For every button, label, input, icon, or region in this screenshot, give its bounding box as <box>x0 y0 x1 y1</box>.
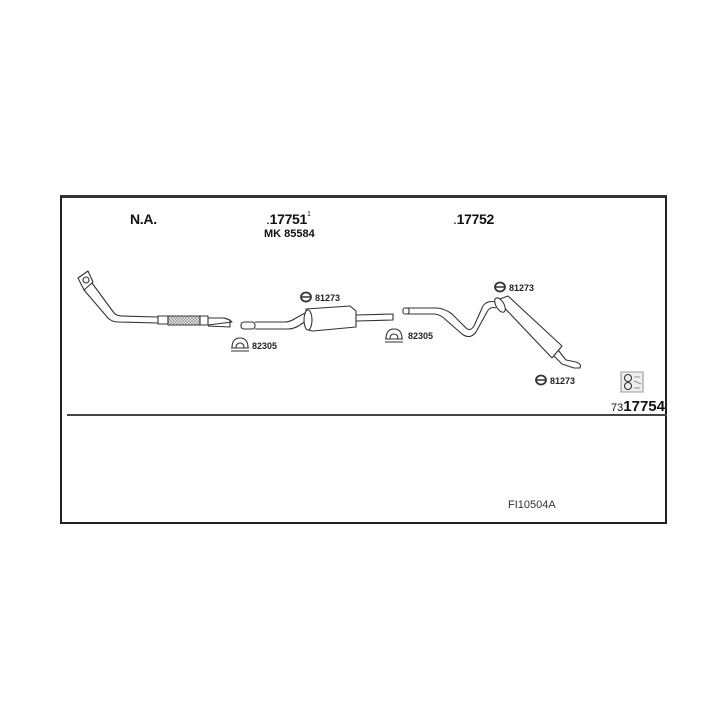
label-superscript: 1 <box>307 211 311 218</box>
kit-main-number: 17754 <box>623 398 665 415</box>
label-prefix: . <box>266 211 270 227</box>
clamp-icons <box>231 328 403 352</box>
section-sublabel-middle: MK 85584 <box>264 228 315 240</box>
separator-line <box>67 414 667 416</box>
mounting-kit-icon <box>620 371 644 393</box>
hanger-icons <box>300 281 547 386</box>
diagram-frame <box>60 195 667 524</box>
drawing-code: FI10504A <box>508 499 556 511</box>
label-text: 17751 <box>269 211 308 227</box>
section-label-front: N.A. <box>130 211 157 227</box>
center-section <box>240 305 394 332</box>
kit-number: 7317754 <box>611 398 665 416</box>
kit-prefix: 73 <box>611 402 624 414</box>
part-number-hanger-2: 81273 <box>509 283 535 293</box>
front-pipe <box>77 270 233 328</box>
part-number-hanger-1: 81273 <box>315 293 341 303</box>
part-number-clamp-1: 82305 <box>252 341 278 351</box>
rear-section <box>402 295 582 369</box>
label-text: 17752 <box>456 211 495 227</box>
part-number-hanger-3: 81273 <box>550 376 576 386</box>
part-number-clamp-2: 82305 <box>408 331 434 341</box>
label-prefix: . <box>453 211 457 227</box>
section-label-rear: .17752 <box>453 211 494 227</box>
label-text: N.A. <box>130 211 157 227</box>
section-label-middle: .177511 <box>266 211 311 227</box>
